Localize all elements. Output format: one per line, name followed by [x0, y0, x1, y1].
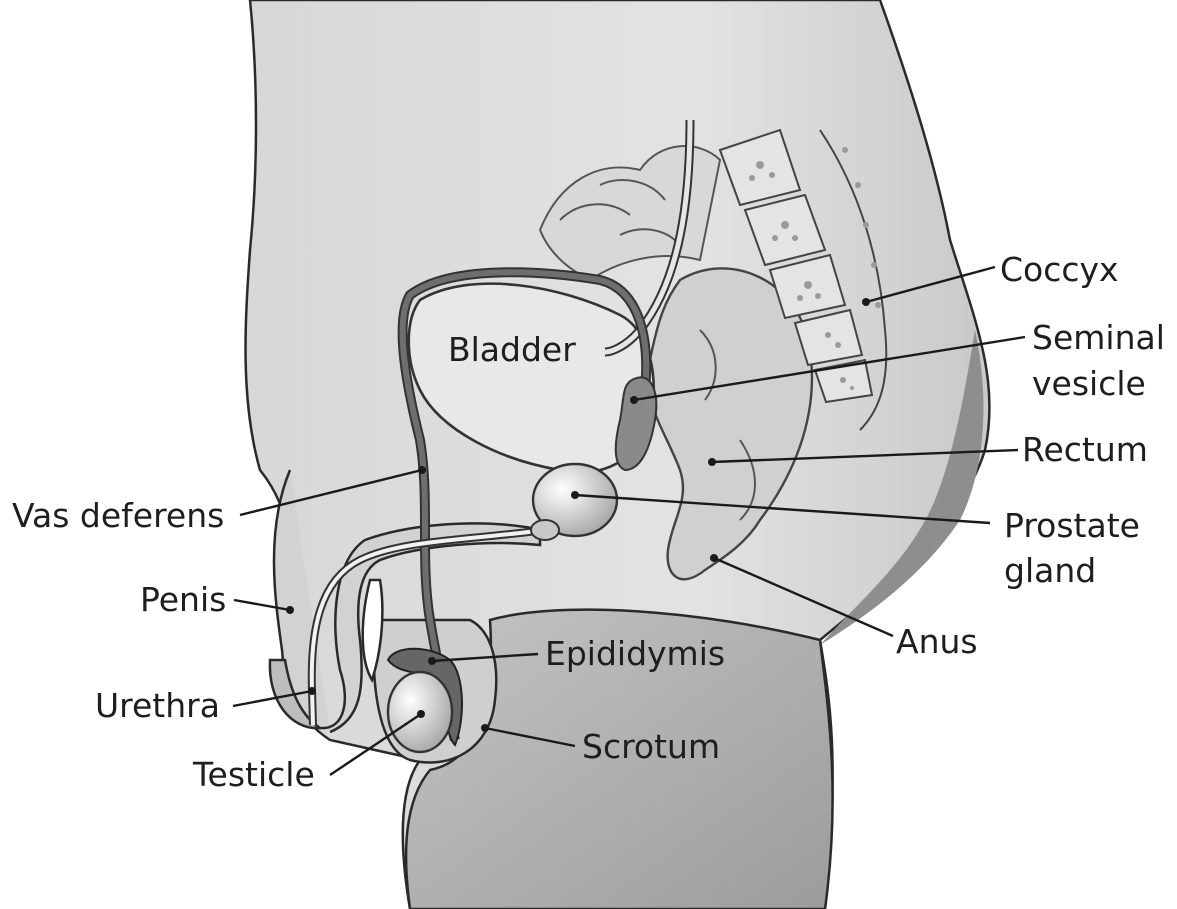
label-anus: Anus: [896, 622, 978, 661]
label-urethra: Urethra: [95, 686, 220, 725]
label-epididymis: Epididymis: [545, 634, 725, 673]
label-bladder: Bladder: [448, 330, 576, 369]
label-scrotum: Scrotum: [582, 727, 720, 766]
bulbourethral-gland: [531, 520, 559, 540]
label-seminal-vesicle-line1: Seminal: [1032, 318, 1165, 357]
label-rectum: Rectum: [1022, 430, 1148, 469]
label-penis: Penis: [140, 580, 226, 619]
label-testicle: Testicle: [192, 755, 315, 794]
label-seminal-vesicle-line2: vesicle: [1032, 364, 1146, 403]
label-vas-deferens: Vas deferens: [12, 496, 224, 535]
label-prostate-line1: Prostate: [1004, 506, 1140, 545]
label-prostate-line2: gland: [1004, 551, 1096, 590]
label-coccyx: Coccyx: [1000, 250, 1119, 289]
